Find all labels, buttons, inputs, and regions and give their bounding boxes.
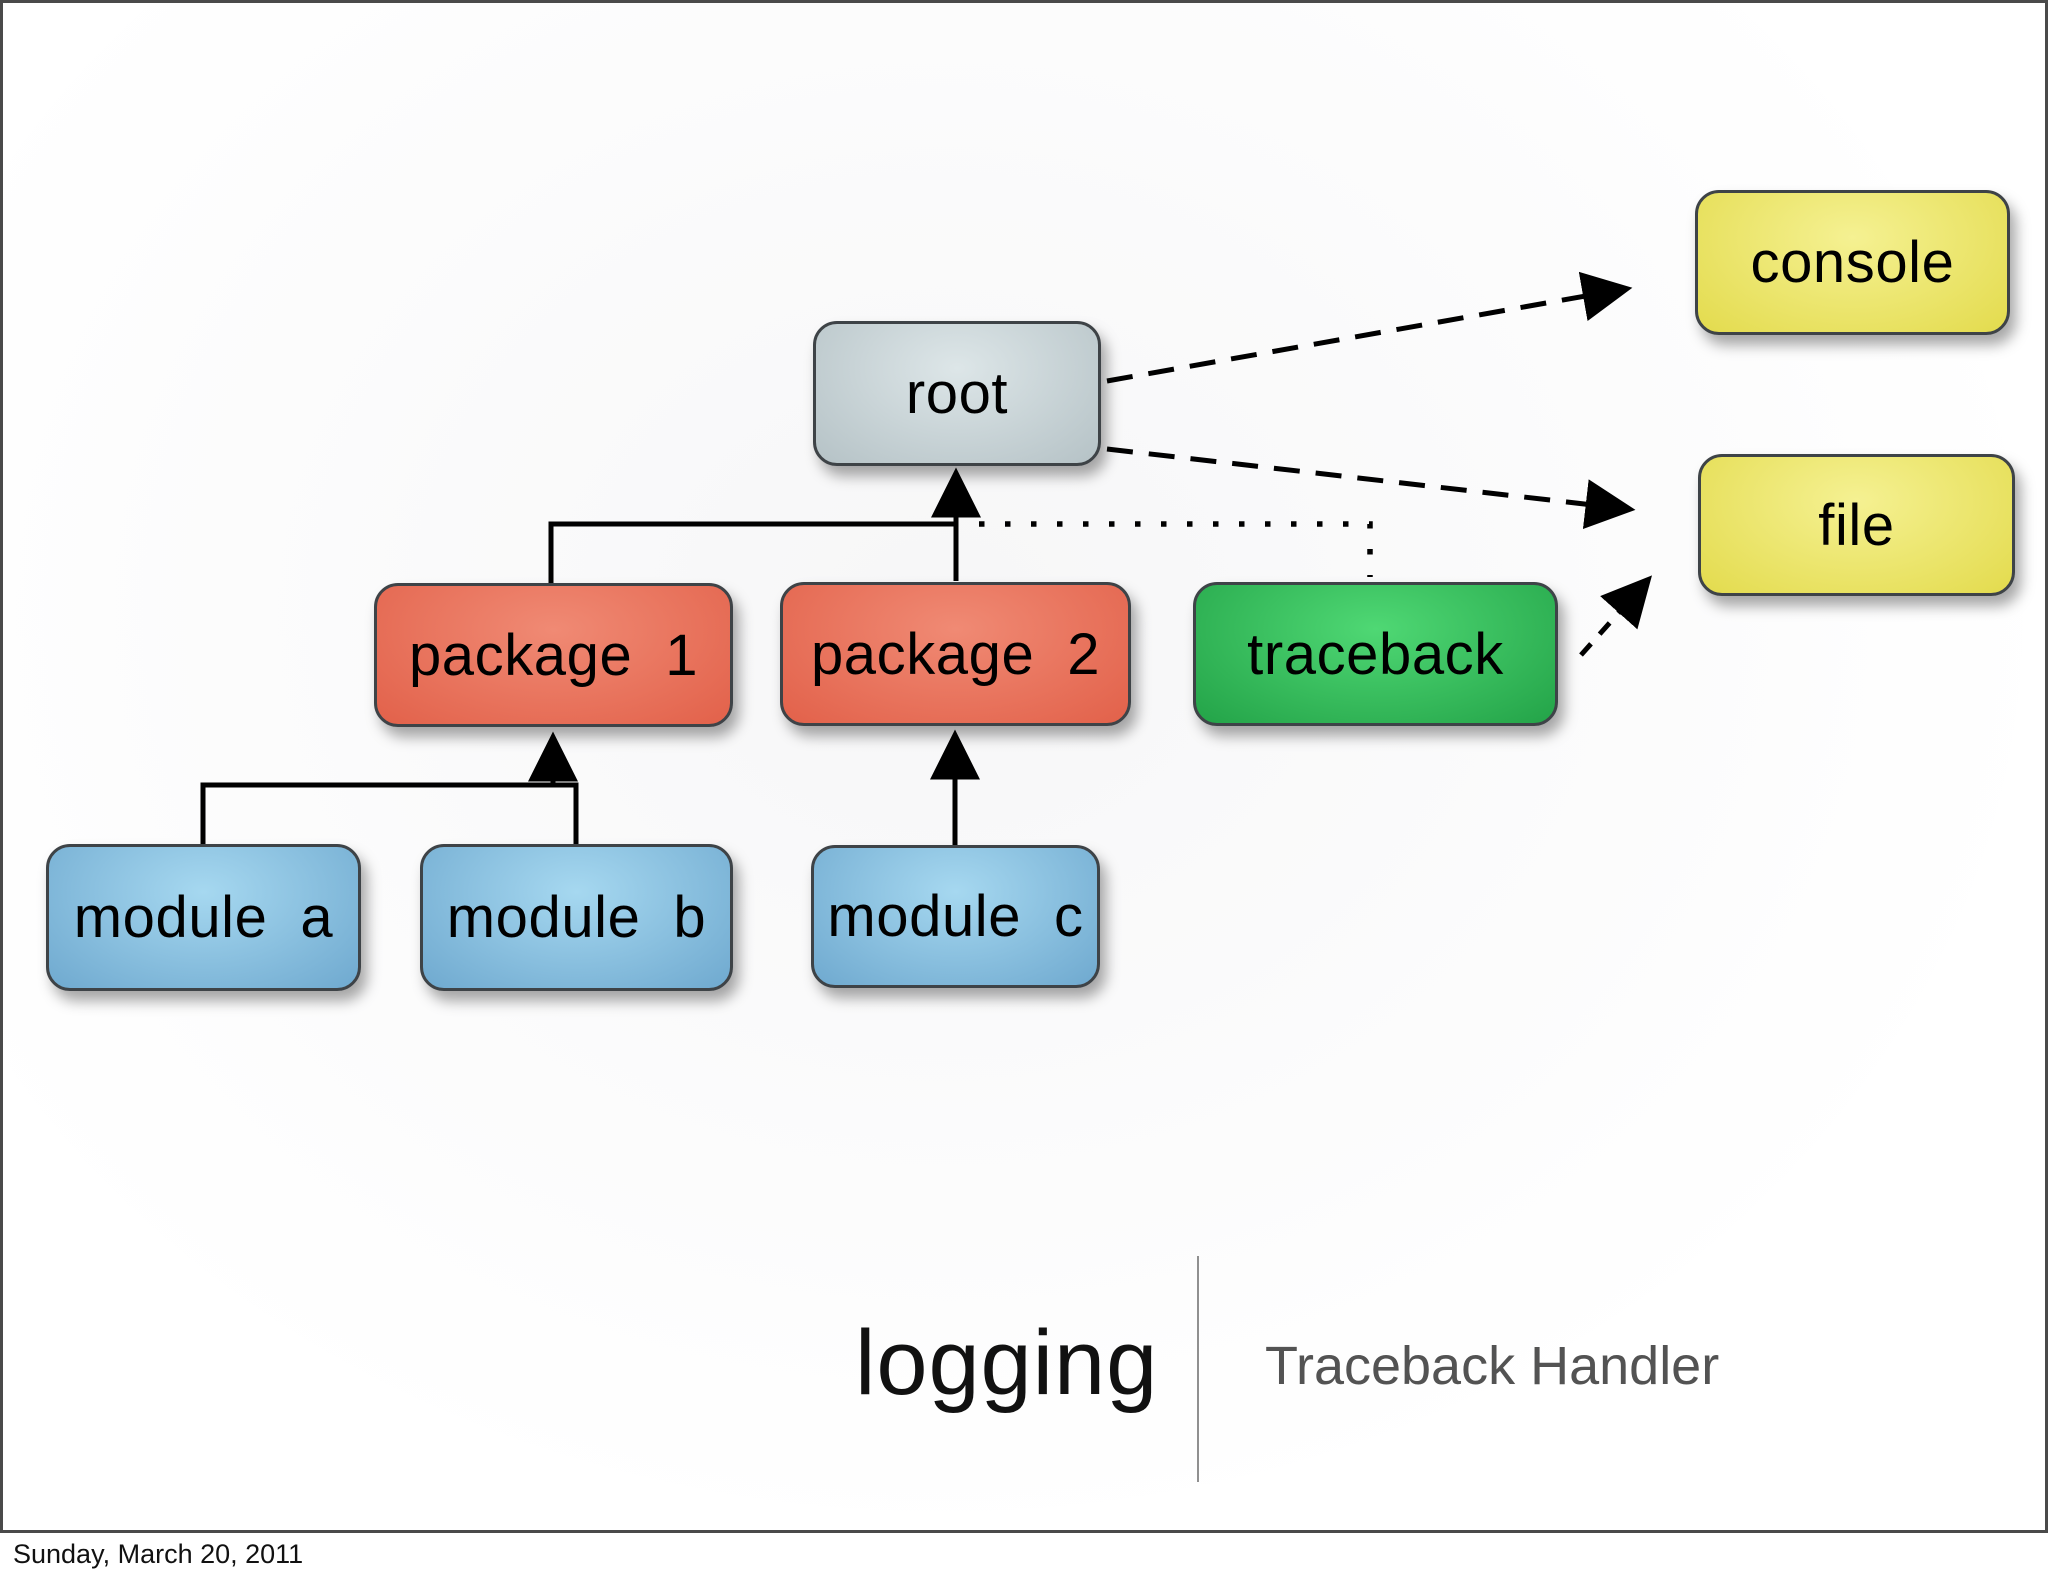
edge-modules-ab-tee	[200, 782, 579, 844]
edge-root-to-traceback-dotted	[979, 521, 1373, 577]
node-console: console	[1695, 190, 2010, 335]
node-package-2-label: package 2	[810, 621, 1101, 687]
node-package-1: package 1	[374, 583, 733, 727]
node-module-a: module a	[46, 844, 361, 991]
footer-subtitle: Traceback Handler	[1265, 1336, 1720, 1396]
node-file-label: file	[1818, 492, 1895, 558]
node-file: file	[1698, 454, 2015, 596]
footer-divider	[1197, 1256, 1199, 1482]
edge-root-to-console-dashed	[1106, 271, 1633, 384]
footer-title: logging	[855, 1312, 1159, 1414]
edge-packages-tee	[548, 521, 954, 583]
node-module-b: module b	[420, 844, 733, 991]
slide-canvas: root package 1 package 2 traceback conso…	[0, 0, 2048, 1533]
node-traceback-label: traceback	[1247, 621, 1504, 687]
edge-root-to-file-dashed	[1106, 446, 1636, 529]
connector-layer	[200, 271, 1652, 845]
node-root-label: root	[905, 361, 1009, 426]
node-module-b-label: module b	[446, 885, 707, 950]
node-package-2: package 2	[780, 582, 1131, 726]
date-caption: Sunday, March 20, 2011	[13, 1539, 304, 1569]
node-root: root	[813, 321, 1101, 466]
node-module-a-label: module a	[73, 885, 334, 950]
edge-traceback-to-file-dashed	[1579, 575, 1652, 657]
node-traceback: traceback	[1193, 582, 1558, 726]
node-module-c: module c	[811, 845, 1100, 988]
node-module-c-label: module c	[827, 884, 1084, 949]
node-package-1-label: package 1	[408, 622, 699, 688]
node-console-label: console	[1750, 230, 1955, 295]
